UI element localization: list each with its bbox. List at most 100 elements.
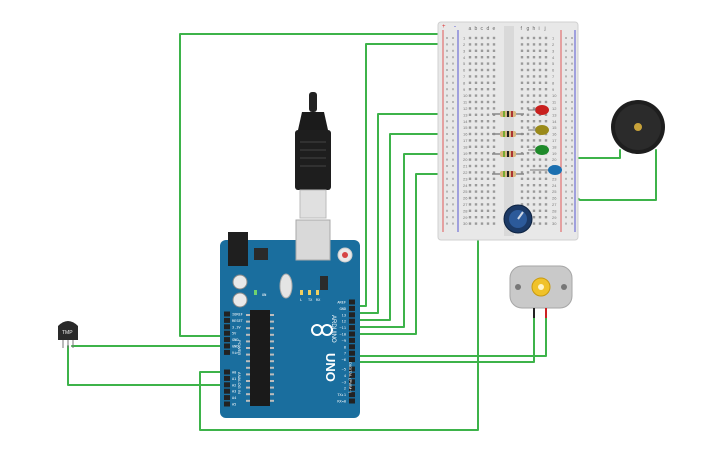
- row-label: 30: [463, 221, 468, 226]
- rail-minus-label: -: [454, 24, 456, 30]
- header-pin[interactable]: [224, 375, 230, 381]
- header-pin[interactable]: [224, 324, 230, 330]
- pin-label: 3.3V: [232, 325, 241, 329]
- pin-label: A3: [232, 390, 236, 394]
- wire-gnd-to-rail[interactable]: [354, 43, 452, 307]
- row-label: 25: [552, 189, 557, 194]
- power-jack[interactable]: [228, 232, 248, 266]
- column-label: a: [469, 26, 472, 32]
- pin-label: IOREF: [232, 313, 243, 317]
- svg-text:ANALOG IN: ANALOG IN: [237, 372, 242, 394]
- row-label: 23: [552, 176, 557, 181]
- pin-label: 2: [344, 387, 346, 391]
- piezo-buzzer[interactable]: [611, 100, 665, 154]
- rail-plus-label: +: [442, 24, 446, 30]
- header-pin[interactable]: [224, 388, 230, 394]
- header-pin[interactable]: [224, 369, 230, 375]
- led-blue[interactable]: [530, 165, 562, 175]
- header-pin[interactable]: [349, 385, 355, 391]
- column-label: j: [544, 26, 546, 32]
- header-pin[interactable]: [349, 337, 355, 343]
- brand-label: ARDUINO: [330, 315, 336, 343]
- usb-port[interactable]: [295, 219, 331, 261]
- row-label: 30: [552, 221, 557, 226]
- row-label: 14: [552, 119, 557, 124]
- crystal: [279, 273, 293, 299]
- row-label: 16: [463, 132, 468, 137]
- header-pin[interactable]: [224, 382, 230, 388]
- resistor[interactable]: [492, 111, 524, 117]
- row-label: 4: [552, 55, 555, 60]
- header-pin[interactable]: [224, 311, 230, 317]
- onboard-led-label: TX: [308, 298, 313, 302]
- pin-label: ~9: [342, 339, 346, 343]
- pin-label: ~11: [340, 326, 347, 330]
- header-pin[interactable]: [349, 312, 355, 318]
- resistor[interactable]: [492, 131, 524, 137]
- row-label: 15: [463, 125, 468, 130]
- wire-motor-1[interactable]: [354, 317, 547, 357]
- row-label: 24: [552, 183, 557, 188]
- model-label: UNO: [323, 353, 338, 382]
- dc-motor[interactable]: [509, 265, 573, 318]
- header-pin[interactable]: [349, 318, 355, 324]
- row-label: 18: [552, 144, 557, 149]
- brand-group: ARDUINO UNO: [323, 315, 338, 382]
- header-pin[interactable]: [349, 379, 355, 385]
- header-pin[interactable]: [349, 372, 355, 378]
- temperature-sensor[interactable]: TMP: [58, 321, 78, 348]
- voltage-regulator: [254, 248, 268, 260]
- led-yellow[interactable]: [528, 125, 549, 135]
- header-pin[interactable]: [224, 317, 230, 323]
- wire-tmp-out[interactable]: [67, 345, 225, 386]
- resistor[interactable]: [492, 151, 524, 157]
- header-pin[interactable]: [224, 395, 230, 401]
- row-label: 1: [463, 36, 466, 41]
- row-label: 3: [552, 48, 555, 53]
- pin-label: TX▸1: [337, 393, 346, 397]
- pin-label: GND: [340, 307, 347, 311]
- row-label: 7: [552, 74, 555, 79]
- row-label: 27: [463, 202, 468, 207]
- header-pin[interactable]: [349, 357, 355, 363]
- header-pin[interactable]: [349, 366, 355, 372]
- column-label: g: [527, 26, 530, 32]
- header-pin[interactable]: [349, 331, 355, 337]
- wire-motor-2[interactable]: [354, 317, 535, 363]
- header-pin[interactable]: [224, 349, 230, 355]
- column-label: b: [475, 26, 478, 32]
- header-pin[interactable]: [349, 398, 355, 404]
- pin-label: 5V: [232, 332, 237, 336]
- row-label: 22: [463, 170, 468, 175]
- row-label: 23: [463, 176, 468, 181]
- header-pin[interactable]: [349, 344, 355, 350]
- row-label: 11: [463, 100, 468, 105]
- header-pin[interactable]: [349, 305, 355, 311]
- header-pin[interactable]: [224, 343, 230, 349]
- potentiometer[interactable]: [503, 204, 533, 234]
- row-label: 10: [463, 93, 468, 98]
- header-pin[interactable]: [349, 392, 355, 398]
- header-pin[interactable]: [224, 401, 230, 407]
- row-label: 11: [552, 100, 557, 105]
- header-pin[interactable]: [224, 330, 230, 336]
- row-label: 7: [463, 74, 466, 79]
- pin-label: RX◂0: [337, 400, 346, 404]
- row-label: 12: [463, 106, 468, 111]
- resistor[interactable]: [492, 171, 524, 177]
- pin-label: A4: [232, 396, 236, 400]
- on-led: [254, 290, 257, 295]
- header-pin[interactable]: [224, 337, 230, 343]
- wire-pot-a0[interactable]: [199, 239, 479, 431]
- header-pin[interactable]: [349, 325, 355, 331]
- wire-pin12-red[interactable]: [354, 113, 491, 314]
- header-pin[interactable]: [349, 350, 355, 356]
- row-label: 9: [552, 87, 555, 92]
- led-green[interactable]: [528, 145, 549, 155]
- row-label: 3: [463, 48, 466, 53]
- header-pin[interactable]: [349, 299, 355, 305]
- usb-cable[interactable]: [295, 92, 331, 219]
- led-red[interactable]: [528, 105, 549, 115]
